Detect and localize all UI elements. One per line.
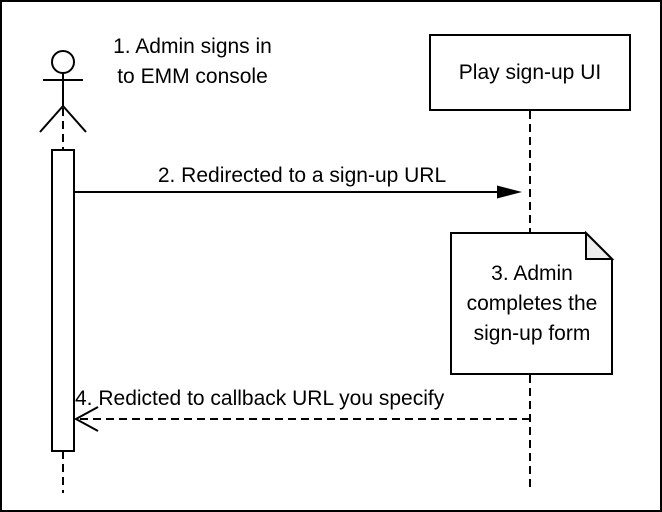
note-fold — [585, 230, 615, 260]
note-shape — [450, 230, 615, 375]
actor-left-leg — [39, 105, 64, 133]
message-4-arrow — [73, 406, 530, 432]
message-2-arrow — [74, 185, 522, 199]
actor-right-leg — [62, 105, 87, 133]
step2-label: 2. Redirected to a sign-up URL — [157, 164, 447, 187]
step1-label: 1. Admin signs in to EMM console — [113, 35, 272, 88]
actor-head — [51, 50, 75, 74]
play-signup-ui-label: Play sign-up UI — [458, 60, 602, 84]
activation-bar — [51, 149, 75, 452]
play-signup-ui-box: Play sign-up UI — [429, 34, 631, 111]
message-4-arrowhead — [73, 406, 99, 432]
step3-note-text: 3. Admin completes the sign-up form — [466, 261, 598, 345]
actor-icon — [39, 50, 87, 133]
step4-label: 4. Redicted to callback URL you specify — [75, 387, 445, 410]
message-2-arrowhead — [497, 185, 522, 199]
